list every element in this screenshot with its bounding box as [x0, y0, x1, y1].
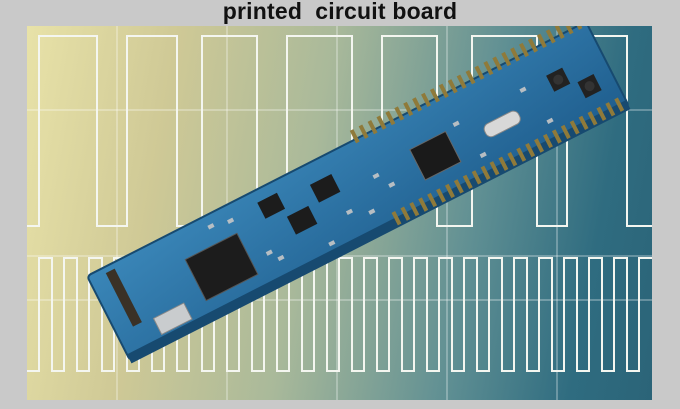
fast-square-wave	[27, 257, 652, 372]
main-chip	[184, 232, 259, 302]
usb-connector	[152, 302, 193, 336]
header-pins-bottom	[391, 97, 625, 226]
mcu-chip	[409, 130, 462, 181]
image-title: printed circuit board	[222, 0, 458, 24]
crystal	[483, 110, 521, 138]
slow-square-wave	[27, 35, 652, 227]
photo-scene	[27, 26, 652, 400]
pcb-board	[87, 26, 631, 364]
header-pins-top	[349, 26, 583, 144]
